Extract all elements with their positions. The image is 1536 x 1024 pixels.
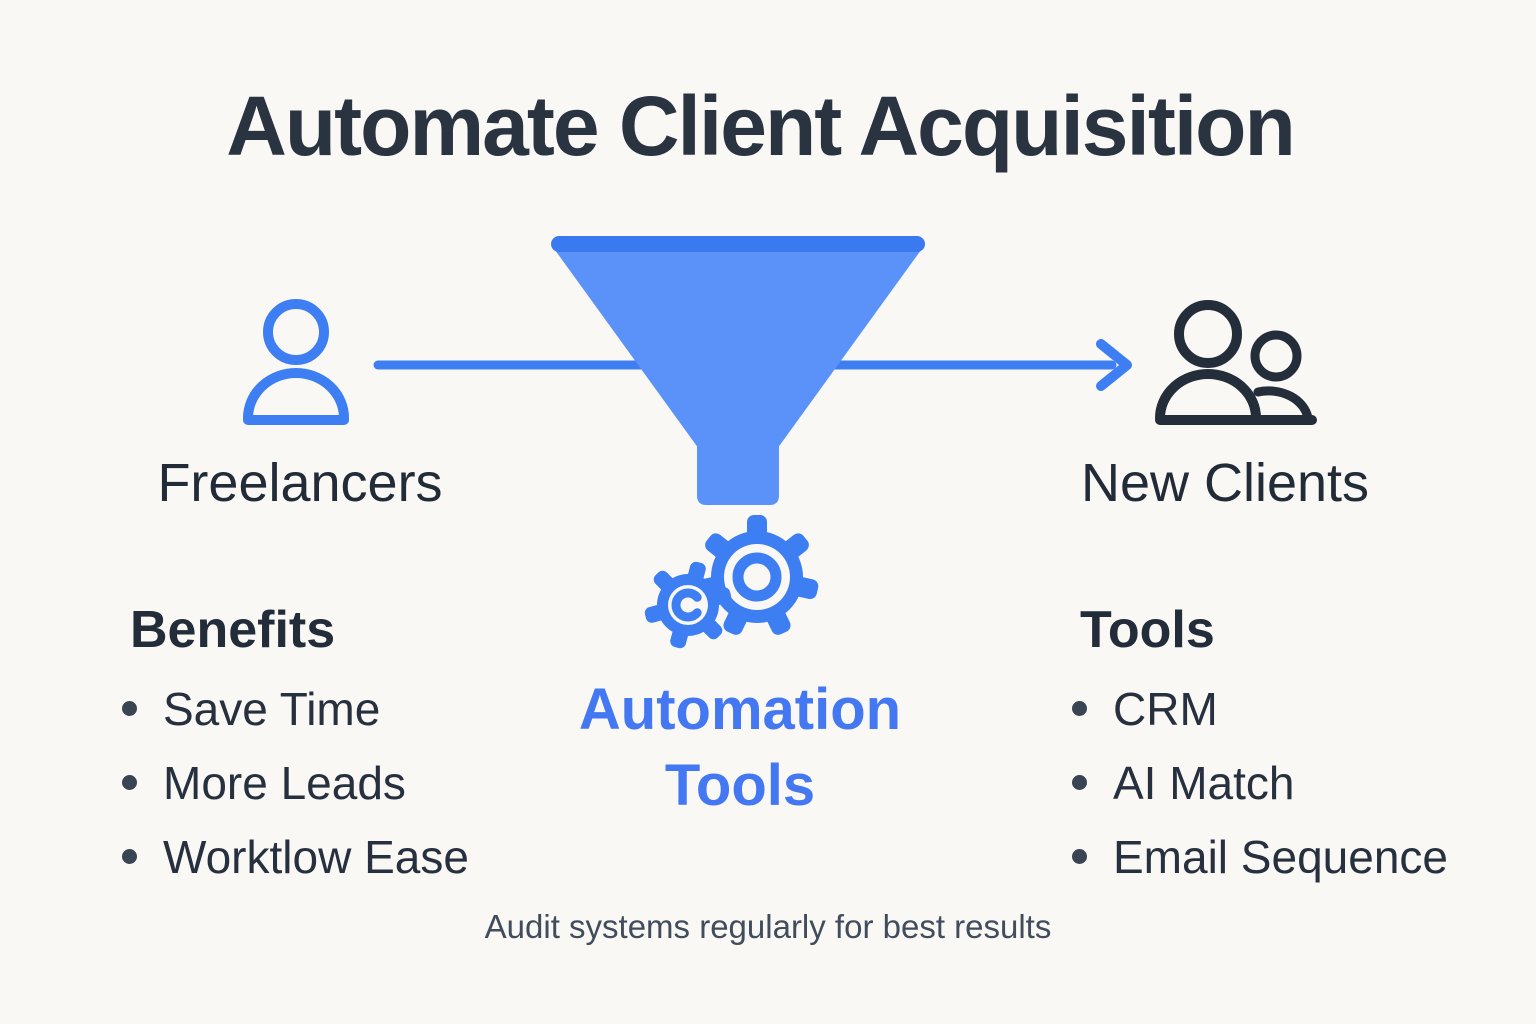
- source-label: Freelancers: [157, 453, 443, 513]
- list-item: Save Time: [122, 683, 469, 735]
- gears-icon: [644, 515, 819, 649]
- bullet-dot: [1072, 701, 1087, 716]
- bullet-dot: [1072, 849, 1087, 864]
- bullet-dot: [1072, 775, 1087, 790]
- bullet-dot: [122, 775, 137, 790]
- tool-item-label: AI Match: [1113, 756, 1295, 809]
- benefits-heading: Benefits: [130, 601, 336, 659]
- benefits-list: Save Time More Leads Worktlow Ease: [122, 683, 469, 883]
- page-title: Automate Client Acquisition: [226, 79, 1296, 173]
- list-item: Worktlow Ease: [122, 831, 469, 883]
- target-label: New Clients: [1080, 453, 1370, 513]
- tools-list: CRM AI Match Email Sequence: [1072, 683, 1448, 883]
- bullet-dot: [122, 849, 137, 864]
- list-item: More Leads: [122, 757, 469, 809]
- footer-note: Audit systems regularly for best results: [484, 908, 1052, 945]
- list-item: CRM: [1072, 683, 1448, 735]
- list-item: Email Sequence: [1072, 831, 1448, 883]
- people-icon: [1155, 300, 1317, 425]
- list-item: AI Match: [1072, 757, 1448, 809]
- tool-item-label: CRM: [1113, 682, 1218, 735]
- process-label-line2: Tools: [664, 753, 816, 818]
- process-label-line1: Automation: [578, 677, 902, 742]
- benefit-item-label: Worktlow Ease: [163, 830, 469, 883]
- benefit-item-label: More Leads: [163, 756, 406, 809]
- bullet-dot: [122, 701, 137, 716]
- tool-item-label: Email Sequence: [1113, 830, 1448, 883]
- benefit-item-label: Save Time: [163, 682, 381, 735]
- process-label: Automation Tools: [490, 672, 990, 824]
- person-icon: [243, 299, 349, 425]
- funnel-icon: [551, 236, 925, 505]
- tools-heading: Tools: [1080, 601, 1215, 659]
